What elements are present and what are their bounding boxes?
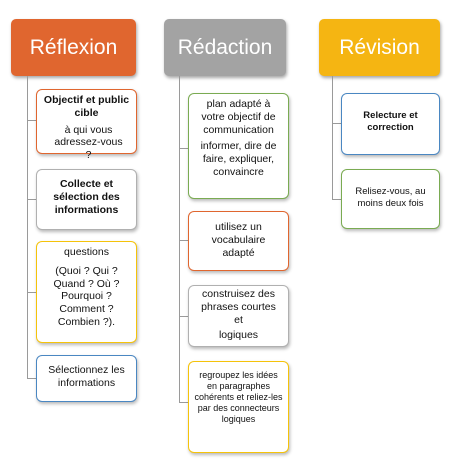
reflexion-card-selection: Sélectionnez les informations bbox=[36, 355, 137, 402]
card-body: à qui vous adressez-vous ? bbox=[54, 123, 123, 162]
redaction-title: Rédaction bbox=[177, 35, 273, 59]
card-body: (Quoi ? Qui ? Quand ? Où ? Pourquoi ? Co… bbox=[53, 264, 120, 328]
reflexion-title: Réflexion bbox=[29, 35, 118, 59]
card-title: construisez des phrases courtes et bbox=[201, 288, 276, 326]
redaction-connector-4 bbox=[179, 402, 188, 403]
revision-header: Révision bbox=[319, 19, 440, 76]
card-title: Objectif et public cible bbox=[43, 94, 130, 119]
redaction-card-plan: plan adapté à votre objectif de communic… bbox=[188, 93, 289, 199]
card-title: Relisez-vous, au moins deux fois bbox=[355, 186, 426, 209]
card-title: Relecture et correction bbox=[363, 110, 418, 133]
redaction-connector-vertical bbox=[179, 76, 180, 403]
card-body: informer, dire de faire, expliquer, conv… bbox=[200, 140, 277, 178]
reflexion-connector-2 bbox=[27, 199, 36, 200]
redaction-connector-3 bbox=[179, 316, 188, 317]
reflexion-connector-4 bbox=[27, 378, 36, 379]
card-title: plan adapté à votre objectif de communic… bbox=[201, 98, 276, 136]
revision-card-relecture: Relecture et correction bbox=[341, 93, 440, 155]
reflexion-connector-3 bbox=[27, 292, 36, 293]
redaction-connector-1 bbox=[179, 148, 188, 149]
reflexion-header: Réflexion bbox=[11, 19, 136, 76]
revision-card-relisez: Relisez-vous, au moins deux fois bbox=[341, 169, 440, 229]
reflexion-connector-1 bbox=[27, 120, 36, 121]
card-title: questions bbox=[64, 246, 109, 258]
reflexion-connector-vertical bbox=[27, 76, 28, 379]
card-title: Collecte et sélection des informations bbox=[53, 178, 120, 216]
card-title: regroupez les idées en paragraphes cohér… bbox=[194, 370, 283, 424]
reflexion-card-collecte: Collecte et sélection des informations bbox=[36, 169, 137, 230]
revision-title: Révision bbox=[339, 35, 420, 59]
reflexion-card-objectif: Objectif et public cible à qui vous adre… bbox=[36, 89, 137, 161]
revision-connector-2 bbox=[332, 199, 341, 200]
card-body: logiques bbox=[218, 329, 259, 342]
card-title: Sélectionnez les informations bbox=[48, 364, 125, 389]
redaction-card-vocabulaire: utilisez un vocabulaire adapté bbox=[188, 211, 289, 271]
card-title: utilisez un vocabulaire adapté bbox=[211, 221, 266, 259]
revision-connector-1 bbox=[332, 123, 341, 124]
reflexion-card-questions: questions (Quoi ? Qui ? Quand ? Où ? Pou… bbox=[36, 241, 137, 343]
redaction-card-paragraphes: regroupez les idées en paragraphes cohér… bbox=[188, 361, 289, 453]
revision-connector-vertical bbox=[332, 76, 333, 200]
redaction-connector-2 bbox=[179, 240, 188, 241]
redaction-card-phrases: construisez des phrases courtes et logiq… bbox=[188, 285, 289, 347]
redaction-header: Rédaction bbox=[164, 19, 286, 76]
